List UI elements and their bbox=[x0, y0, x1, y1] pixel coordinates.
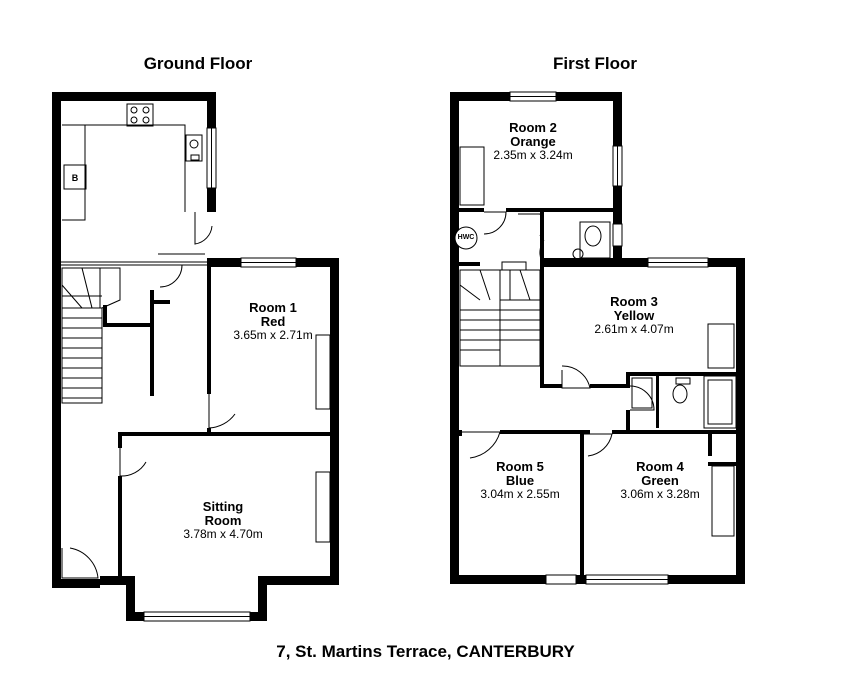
sitting-west-wall bbox=[118, 476, 122, 585]
room2-size: 2.35m x 3.24m bbox=[493, 148, 573, 162]
room5-name: Room 5 bbox=[496, 459, 544, 474]
ground-west-wall bbox=[52, 92, 61, 588]
room2-color: Orange bbox=[510, 134, 556, 149]
sitting-size: 3.78m x 4.70m bbox=[183, 527, 263, 541]
first-staircase bbox=[459, 261, 541, 367]
room5-color: Blue bbox=[505, 473, 535, 488]
room1-color: Red bbox=[260, 314, 286, 329]
first-floor-title: First Floor bbox=[552, 54, 638, 73]
first-west-wall bbox=[450, 92, 459, 582]
first-floor-plan bbox=[450, 91, 745, 585]
bay-west-wall bbox=[126, 576, 135, 621]
ground-kitchen-east-wall-upper bbox=[207, 92, 216, 128]
room5-label: Room 5 Blue 3.04m x 2.55m bbox=[465, 460, 575, 501]
room3-size: 2.61m x 4.07m bbox=[594, 322, 674, 336]
ground-north-wall bbox=[52, 92, 216, 101]
room4-label: Room 4 Green 3.06m x 3.28m bbox=[605, 460, 715, 501]
sitting-north-wall bbox=[118, 432, 339, 436]
room2-name: Room 2 bbox=[509, 120, 557, 135]
ground-south-wall-left bbox=[52, 579, 100, 588]
ground-east-wall bbox=[330, 258, 339, 585]
room1-name: Room 1 bbox=[249, 300, 297, 315]
room4-size: 3.06m x 3.28m bbox=[620, 487, 700, 501]
bay-east-wall bbox=[258, 576, 267, 621]
sitting-name: Sitting bbox=[202, 499, 244, 514]
property-address: 7, St. Martins Terrace, CANTERBURY bbox=[276, 642, 575, 661]
room1-west-wall bbox=[207, 258, 211, 394]
first-east-wall bbox=[736, 258, 745, 582]
ground-kitchen-east-wall-lower bbox=[207, 188, 216, 212]
hwc-label: HWC bbox=[457, 234, 475, 241]
room4-name: Room 4 bbox=[636, 459, 684, 474]
room4-color: Green bbox=[641, 473, 679, 488]
room3-name: Room 3 bbox=[610, 294, 658, 309]
room3-color: Yellow bbox=[613, 308, 655, 323]
ground-staircase bbox=[61, 267, 121, 404]
room1-size: 3.65m x 2.71m bbox=[233, 328, 313, 342]
room1-label: Room 1 Red 3.65m x 2.71m bbox=[218, 301, 328, 342]
room2-label: Room 2 Orange 2.35m x 3.24m bbox=[478, 121, 588, 162]
room5-size: 3.04m x 2.55m bbox=[480, 487, 560, 501]
boiler-label: B bbox=[71, 173, 79, 183]
ground-floor-plan bbox=[52, 92, 339, 622]
room3-label: Room 3 Yellow 2.61m x 4.07m bbox=[579, 295, 689, 336]
sitting-room-label: Sitting Room 3.78m x 4.70m bbox=[168, 500, 278, 541]
sitting-name-2: Room bbox=[204, 513, 242, 528]
ground-floor-title: Ground Floor bbox=[143, 54, 253, 73]
